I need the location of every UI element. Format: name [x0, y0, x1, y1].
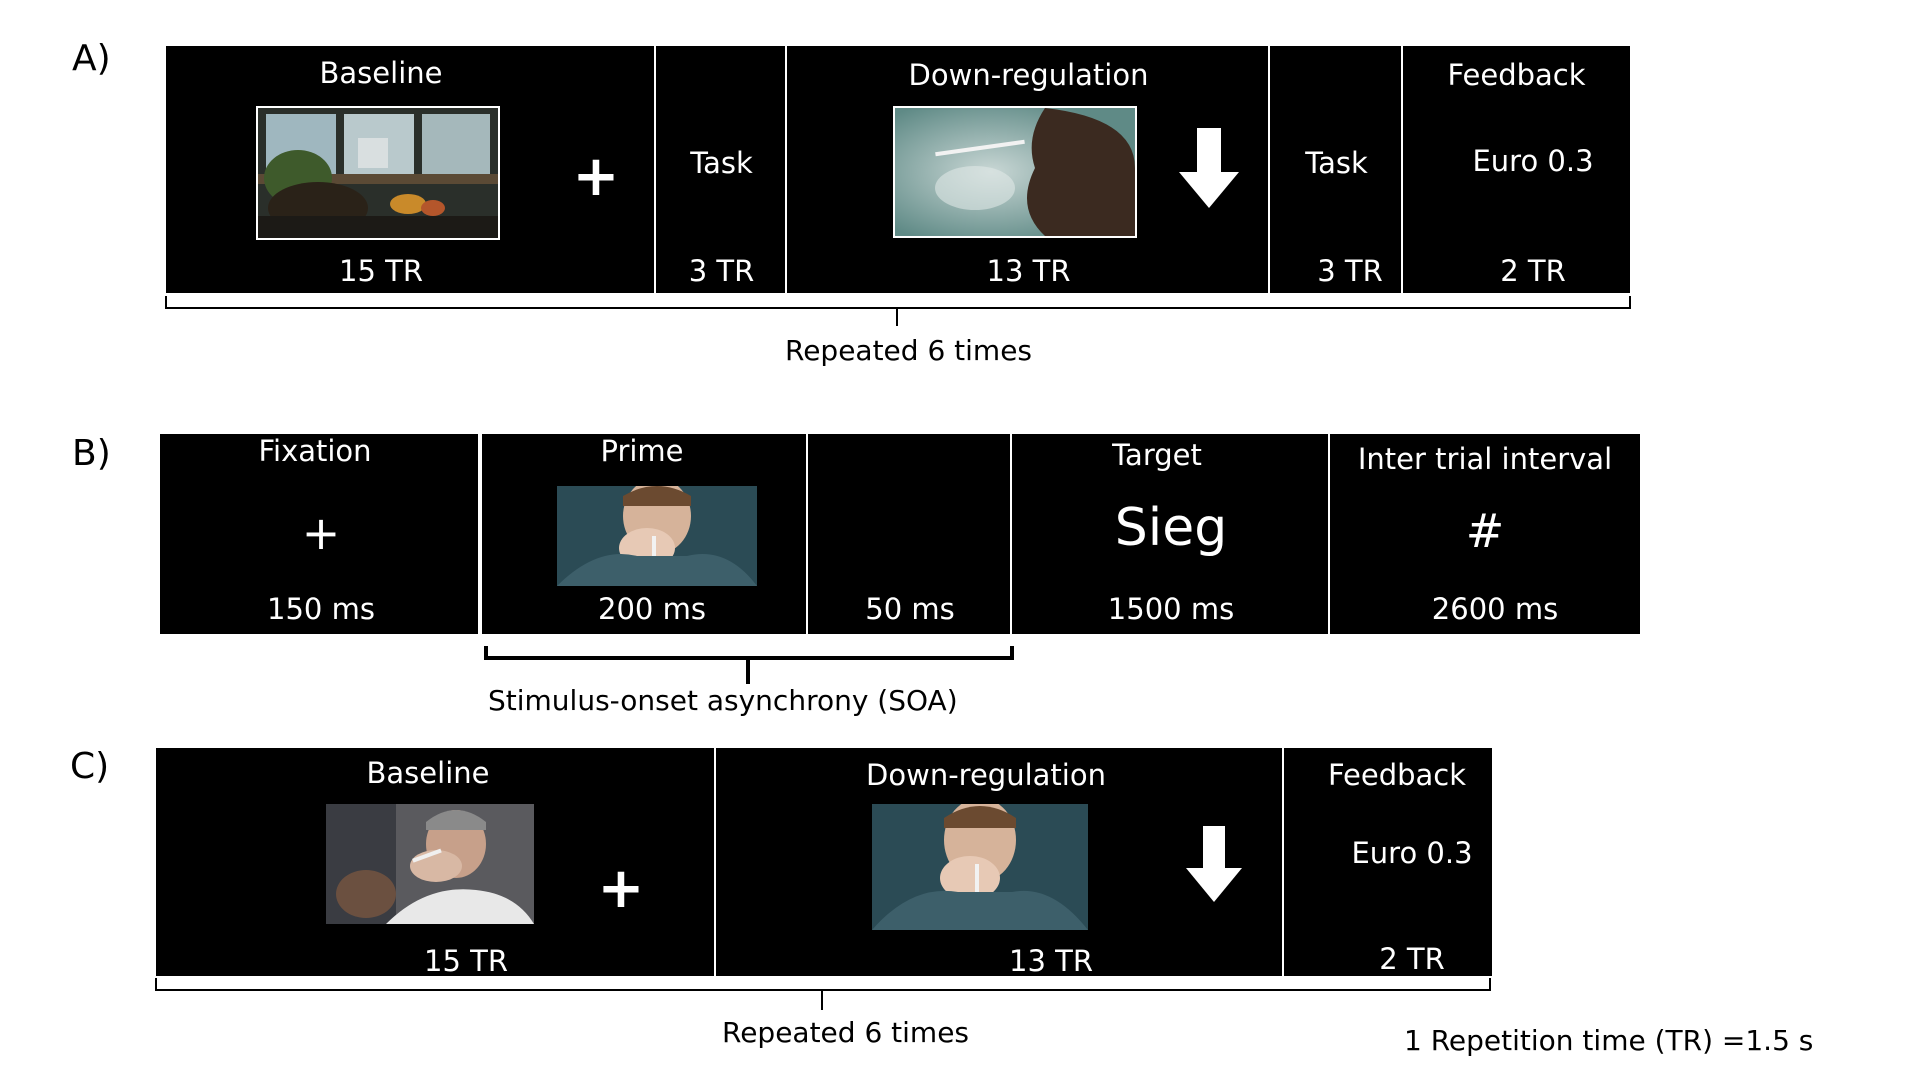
panel-a-repeat-bracket: [165, 296, 1631, 326]
tr-definition-note: 1 Repetition time (TR) =1.5 s: [1404, 1024, 1814, 1057]
panel-b-target-segment: Target Sieg 1500 ms: [1012, 434, 1330, 634]
baseline-smoking-group-photo: [326, 804, 534, 924]
panel-a-feedback-title: Feedback: [1447, 58, 1586, 92]
panel-c-fixation-cross: +: [597, 856, 645, 921]
panel-c-repeat-caption: Repeated 6 times: [722, 1016, 970, 1049]
panel-b-soa-bracket: [484, 646, 1014, 684]
baseline-window-photo: [256, 106, 500, 240]
panel-a-feedback-value: Euro 0.3: [1472, 144, 1594, 178]
panel-a-label: A): [72, 38, 111, 79]
panel-b-prime-title: Prime: [600, 434, 684, 468]
panel-c-repeat-bracket: [155, 978, 1491, 1010]
panel-b-target-title: Target: [1112, 438, 1202, 472]
panel-a-downreg-title: Down-regulation: [908, 58, 1149, 92]
panel-c-downreg-title: Down-regulation: [866, 758, 1106, 792]
panel-c-feedback-value: Euro 0.3: [1351, 836, 1473, 870]
panel-b-iti-title: Inter trial interval: [1357, 442, 1613, 476]
panel-c-baseline-duration: 15 TR: [424, 944, 508, 978]
panel-c-baseline-segment: Baseline + 15 TR: [156, 748, 716, 978]
panel-b-target-duration: 1500 ms: [1107, 592, 1235, 626]
downreg-smoker-photo: [872, 804, 1088, 930]
panel-c-downreg-segment: Down-regulation 13 TR: [716, 748, 1284, 978]
downreg-smoking-photo: [893, 106, 1137, 238]
panel-a-task1-segment: Task 3 TR: [656, 46, 787, 293]
panel-c-strip: Baseline + 15 TR Down-regulation: [156, 748, 1492, 978]
prime-smoker-photo: [557, 486, 757, 586]
panel-a-repeat-caption: Repeated 6 times: [785, 334, 1033, 367]
panel-b-label: B): [72, 433, 111, 474]
panel-b-fixation-segment: Fixation + 150 ms: [160, 434, 482, 634]
panel-a-baseline-segment: Baseline + 15 TR: [166, 46, 656, 293]
panel-a-task2-segment: Task 3 TR: [1270, 46, 1403, 293]
down-arrow-icon: [1179, 128, 1239, 208]
panel-a-downreg-segment: Down-regulation 13 TR: [787, 46, 1270, 293]
panel-b-prime-segment: Prime 200 ms: [482, 434, 808, 634]
panel-b-iti-symbol: #: [1465, 504, 1505, 558]
panel-b-blank-segment: 50 ms: [808, 434, 1012, 634]
panel-a-task1-title: Task: [690, 146, 753, 180]
panel-b-target-word: Sieg: [1114, 498, 1228, 558]
panel-a-task2-duration: 3 TR: [1317, 254, 1383, 288]
panel-b-fixation-cross: +: [301, 506, 341, 560]
panel-b-blank-duration: 50 ms: [865, 592, 955, 626]
panel-c-feedback-title: Feedback: [1327, 758, 1467, 792]
panel-b-soa-caption: Stimulus-onset asynchrony (SOA): [488, 684, 958, 717]
panel-b-strip: Fixation + 150 ms Prime 200 ms 50 ms Tar…: [160, 434, 1640, 634]
panel-c-feedback-segment: Feedback Euro 0.3 2 TR: [1284, 748, 1492, 976]
panel-a-baseline-title: Baseline: [319, 56, 443, 90]
panel-a-feedback-segment: Feedback Euro 0.3 2 TR: [1403, 46, 1630, 293]
panel-b-prime-duration: 200 ms: [598, 592, 706, 626]
panel-a-feedback-duration: 2 TR: [1500, 254, 1566, 288]
panel-a-task2-title: Task: [1305, 146, 1368, 180]
panel-b-iti-duration: 2600 ms: [1431, 592, 1559, 626]
panel-c-downreg-duration: 13 TR: [1009, 944, 1093, 978]
panel-c-baseline-title: Baseline: [366, 756, 490, 790]
panel-c-label: C): [70, 746, 110, 787]
panel-a-strip: Baseline + 15 TR Task 3 TR Down-regulat: [166, 46, 1630, 293]
panel-a-downreg-duration: 13 TR: [986, 254, 1071, 288]
panel-a-baseline-duration: 15 TR: [339, 254, 423, 288]
panel-b-iti-segment: Inter trial interval # 2600 ms: [1330, 434, 1640, 634]
panel-a-fixation-cross: +: [572, 144, 620, 209]
panel-c-feedback-duration: 2 TR: [1379, 942, 1445, 976]
down-arrow-icon: [1186, 826, 1242, 902]
panel-b-fixation-duration: 150 ms: [267, 592, 375, 626]
panel-a-task1-duration: 3 TR: [688, 254, 755, 288]
panel-b-fixation-title: Fixation: [258, 434, 372, 468]
